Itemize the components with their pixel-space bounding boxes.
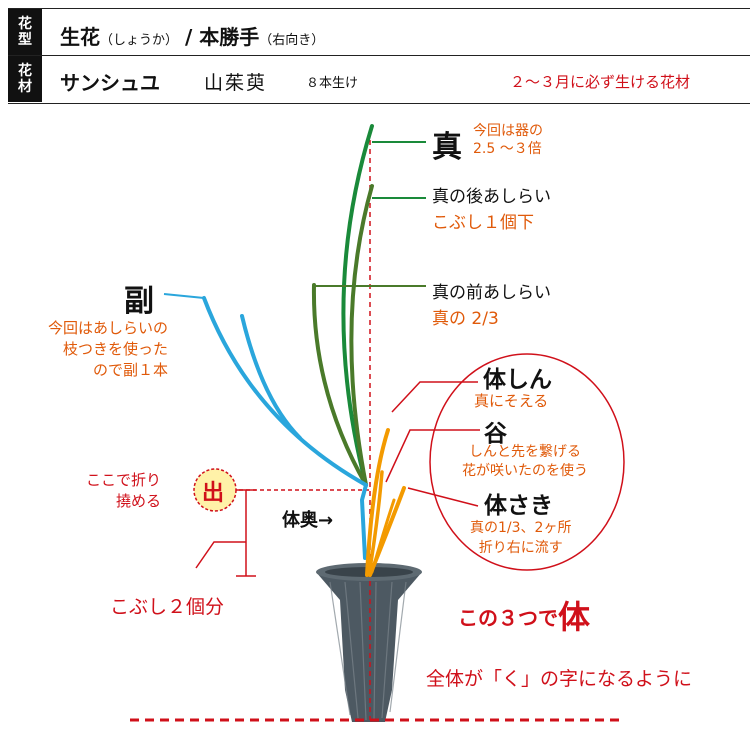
label-shin: 真	[432, 130, 462, 165]
soe-branch	[202, 296, 368, 487]
material-count: ８本生け	[306, 76, 359, 91]
tag-kazai-top: 花	[18, 63, 32, 79]
tai-summary-prefix: この３つで	[458, 606, 558, 630]
kobushi-leader	[195, 541, 246, 569]
material-note: ２～３月に必ず生ける花材	[510, 73, 691, 91]
soe-leader	[163, 293, 205, 299]
note-tai-shin: 真にそえる	[474, 392, 549, 410]
note-tai-saki: 真の1/3、2ヶ所 折り右に流す	[470, 520, 572, 556]
note-shin-ato: こぶし１個下	[432, 213, 534, 233]
tag-kazai-bottom: 材	[18, 79, 32, 95]
header-row-style: 花 型 生花（しょうか） / 本勝手（右向き）	[8, 9, 750, 55]
note-whole-shape: 全体が「く」の字になるように	[426, 668, 693, 690]
label-kobushi: こぶし２個分	[110, 596, 225, 618]
style-direction: （右向き）	[259, 33, 325, 48]
note-soe: 今回はあしらいの 枝つきを使った ので副１本	[48, 319, 169, 379]
header-mid-rule	[8, 55, 750, 56]
label-shin-mae: 真の前あしらい	[432, 283, 551, 303]
soe-side-branch	[240, 314, 302, 440]
tai-saki-leader	[407, 487, 479, 507]
note-fold: ここで折り 撓める	[86, 471, 162, 510]
style-reading: （しょうか）	[100, 33, 179, 48]
shin-ato-branch	[349, 184, 374, 487]
tani-leader	[385, 429, 480, 483]
note-shin-mae: 真の 2/3	[432, 309, 499, 329]
style-main: 生花	[60, 25, 100, 49]
label-tai-oku: 体奥→	[282, 510, 334, 531]
vase	[316, 563, 422, 722]
tai-oku-branch	[359, 483, 368, 560]
header-row-material: 花 材 サンシュユ 山茱萸 ８本生け ２～３月に必ず生ける花材	[8, 56, 750, 102]
tag-kazai: 花 材	[8, 56, 42, 102]
material-katakana: サンシュユ	[60, 71, 160, 95]
note-tani: しんと先を繋げる 花が咲いたのを使う	[462, 444, 588, 479]
shin-mae-branch	[311, 283, 368, 487]
label-shin-ato: 真の後あしらい	[432, 187, 551, 207]
tai-shin-branch	[365, 428, 390, 577]
label-tani: 谷	[484, 421, 507, 447]
label-soe: 副	[124, 284, 154, 319]
tai-saki-side-branch	[370, 498, 396, 574]
label-de: 出	[202, 481, 225, 506]
label-tai-shin: 体しん	[483, 367, 552, 393]
style-separator: /	[178, 25, 200, 49]
tag-kagata: 花 型	[8, 9, 42, 55]
shin-branch	[341, 124, 374, 487]
header-bottom-rule	[8, 103, 750, 104]
tai-group-ellipse	[429, 353, 625, 571]
note-shin: 今回は器の 2.5 ～３倍	[473, 123, 543, 157]
header-top-rule	[8, 8, 750, 9]
de-marker-circle	[193, 468, 237, 512]
style-hongatte: 本勝手	[199, 25, 260, 49]
tag-kagata-top: 花	[18, 16, 32, 32]
tani-branch	[367, 470, 384, 577]
style-title: 生花（しょうか） / 本勝手（右向き）	[60, 21, 324, 50]
tag-kagata-bottom: 型	[18, 32, 32, 48]
tai-shin-leader	[391, 381, 478, 413]
label-tai-saki: 体さき	[484, 493, 553, 519]
material-kanji: 山茱萸	[204, 72, 268, 94]
kobushi-bracket	[236, 489, 256, 577]
tai-summary-big: 体	[558, 598, 591, 636]
tai-summary: この３つで体	[458, 592, 590, 638]
